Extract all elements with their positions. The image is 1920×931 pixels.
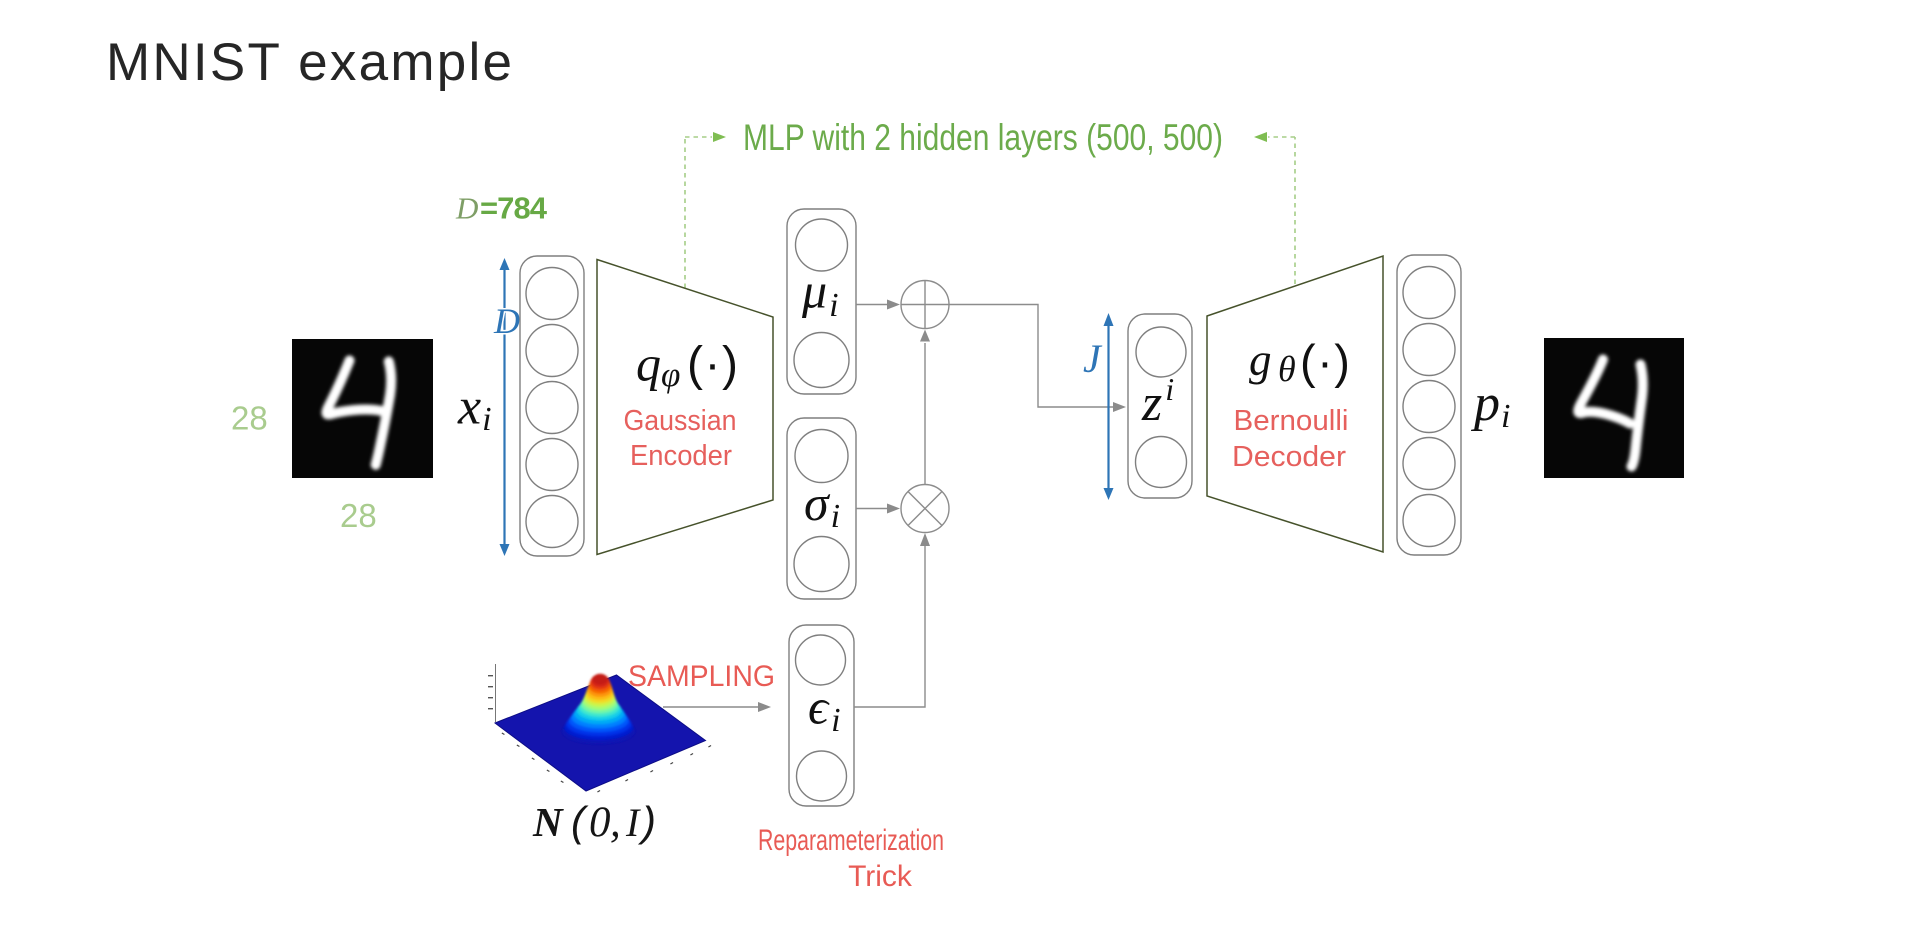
svg-text:MLP with 2 hidden layers (500,: MLP with 2 hidden layers (500, 500) xyxy=(743,117,1223,158)
svg-text:0: 0 xyxy=(589,799,611,846)
svg-text:(: ( xyxy=(571,798,589,845)
svg-text:J: J xyxy=(1083,336,1103,381)
svg-text:SAMPLING: SAMPLING xyxy=(628,660,775,693)
svg-text:I: I xyxy=(625,800,641,845)
svg-text:D: D xyxy=(455,191,478,226)
svg-text:q: q xyxy=(636,336,661,392)
svg-text:MNIST example: MNIST example xyxy=(106,33,512,92)
svg-text:Trick: Trick xyxy=(848,860,913,893)
svg-text:Decoder: Decoder xyxy=(1232,441,1346,473)
svg-text:Gaussian: Gaussian xyxy=(624,405,737,437)
svg-text:Bernoulli: Bernoulli xyxy=(1234,405,1349,437)
svg-text:φ: φ xyxy=(661,355,680,394)
svg-text:28: 28 xyxy=(231,400,268,437)
svg-text:(·): (·) xyxy=(687,338,739,391)
svg-text:,: , xyxy=(610,799,621,846)
svg-text:): ) xyxy=(637,798,656,845)
svg-text:(·): (·) xyxy=(1300,335,1351,388)
svg-text:g: g xyxy=(1249,335,1272,385)
svg-text:θ: θ xyxy=(1278,349,1296,389)
svg-text:28: 28 xyxy=(340,497,377,534)
svg-text:Reparameterization: Reparameterization xyxy=(758,824,944,857)
svg-text:N: N xyxy=(532,799,564,845)
svg-text:pi: pi xyxy=(1470,375,1510,435)
svg-text:D: D xyxy=(493,301,520,341)
svg-text:=784: =784 xyxy=(480,191,548,226)
svg-text:Encoder: Encoder xyxy=(630,440,732,472)
